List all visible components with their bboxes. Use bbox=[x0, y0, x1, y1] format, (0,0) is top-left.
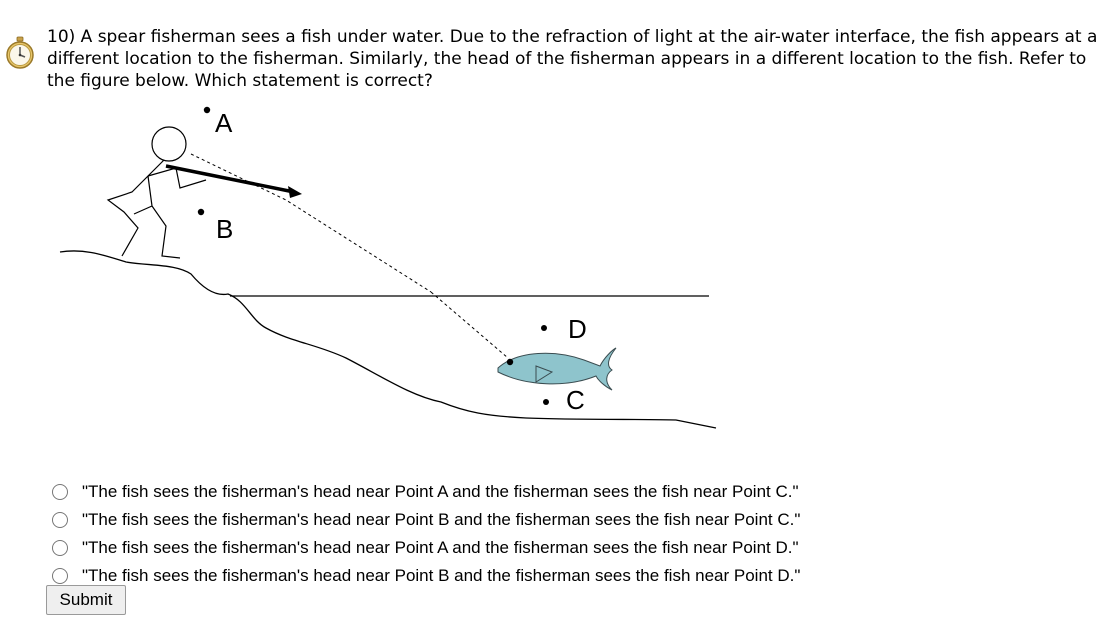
option-4[interactable]: "The fish sees the fisherman's head near… bbox=[52, 562, 800, 590]
option-label: "The fish sees the fisherman's head near… bbox=[82, 538, 799, 557]
point-c-dot bbox=[543, 399, 549, 405]
question-prompt: 10) A spear fisherman sees a fish under … bbox=[47, 26, 1107, 92]
stopwatch-icon bbox=[6, 36, 34, 69]
option-label: "The fish sees the fisherman's head near… bbox=[82, 510, 801, 529]
submit-button[interactable]: Submit bbox=[46, 585, 126, 615]
spear-tip bbox=[288, 186, 302, 198]
fisherman-body bbox=[106, 159, 181, 259]
point-a-dot bbox=[203, 106, 211, 114]
point-b-label: B bbox=[216, 214, 233, 244]
fisherman-head bbox=[151, 126, 187, 162]
radio-button[interactable] bbox=[52, 512, 68, 528]
question-number: 10) bbox=[47, 27, 76, 47]
point-d-label: D bbox=[568, 314, 587, 344]
refraction-diagram: A B D C bbox=[59, 106, 717, 429]
spear bbox=[165, 164, 295, 194]
point-c-label: C bbox=[566, 385, 585, 415]
point-b-dot bbox=[197, 208, 205, 216]
option-label: "The fish sees the fisherman's head near… bbox=[82, 482, 799, 501]
option-2[interactable]: "The fish sees the fisherman's head near… bbox=[52, 506, 800, 534]
question-text: A spear fisherman sees a fish under wate… bbox=[47, 27, 1098, 91]
point-a-label: A bbox=[215, 108, 233, 138]
fisherman-arm bbox=[147, 167, 207, 189]
radio-button[interactable] bbox=[52, 568, 68, 584]
point-d-dot bbox=[541, 325, 547, 331]
shore-line bbox=[59, 250, 717, 429]
radio-button[interactable] bbox=[52, 484, 68, 500]
fish-icon bbox=[497, 347, 617, 391]
answer-options: "The fish sees the fisherman's head near… bbox=[52, 478, 800, 590]
radio-button[interactable] bbox=[52, 540, 68, 556]
option-1[interactable]: "The fish sees the fisherman's head near… bbox=[52, 478, 800, 506]
option-label: "The fish sees the fisherman's head near… bbox=[82, 566, 801, 585]
light-ray-water bbox=[430, 291, 509, 359]
option-3[interactable]: "The fish sees the fisherman's head near… bbox=[52, 534, 800, 562]
